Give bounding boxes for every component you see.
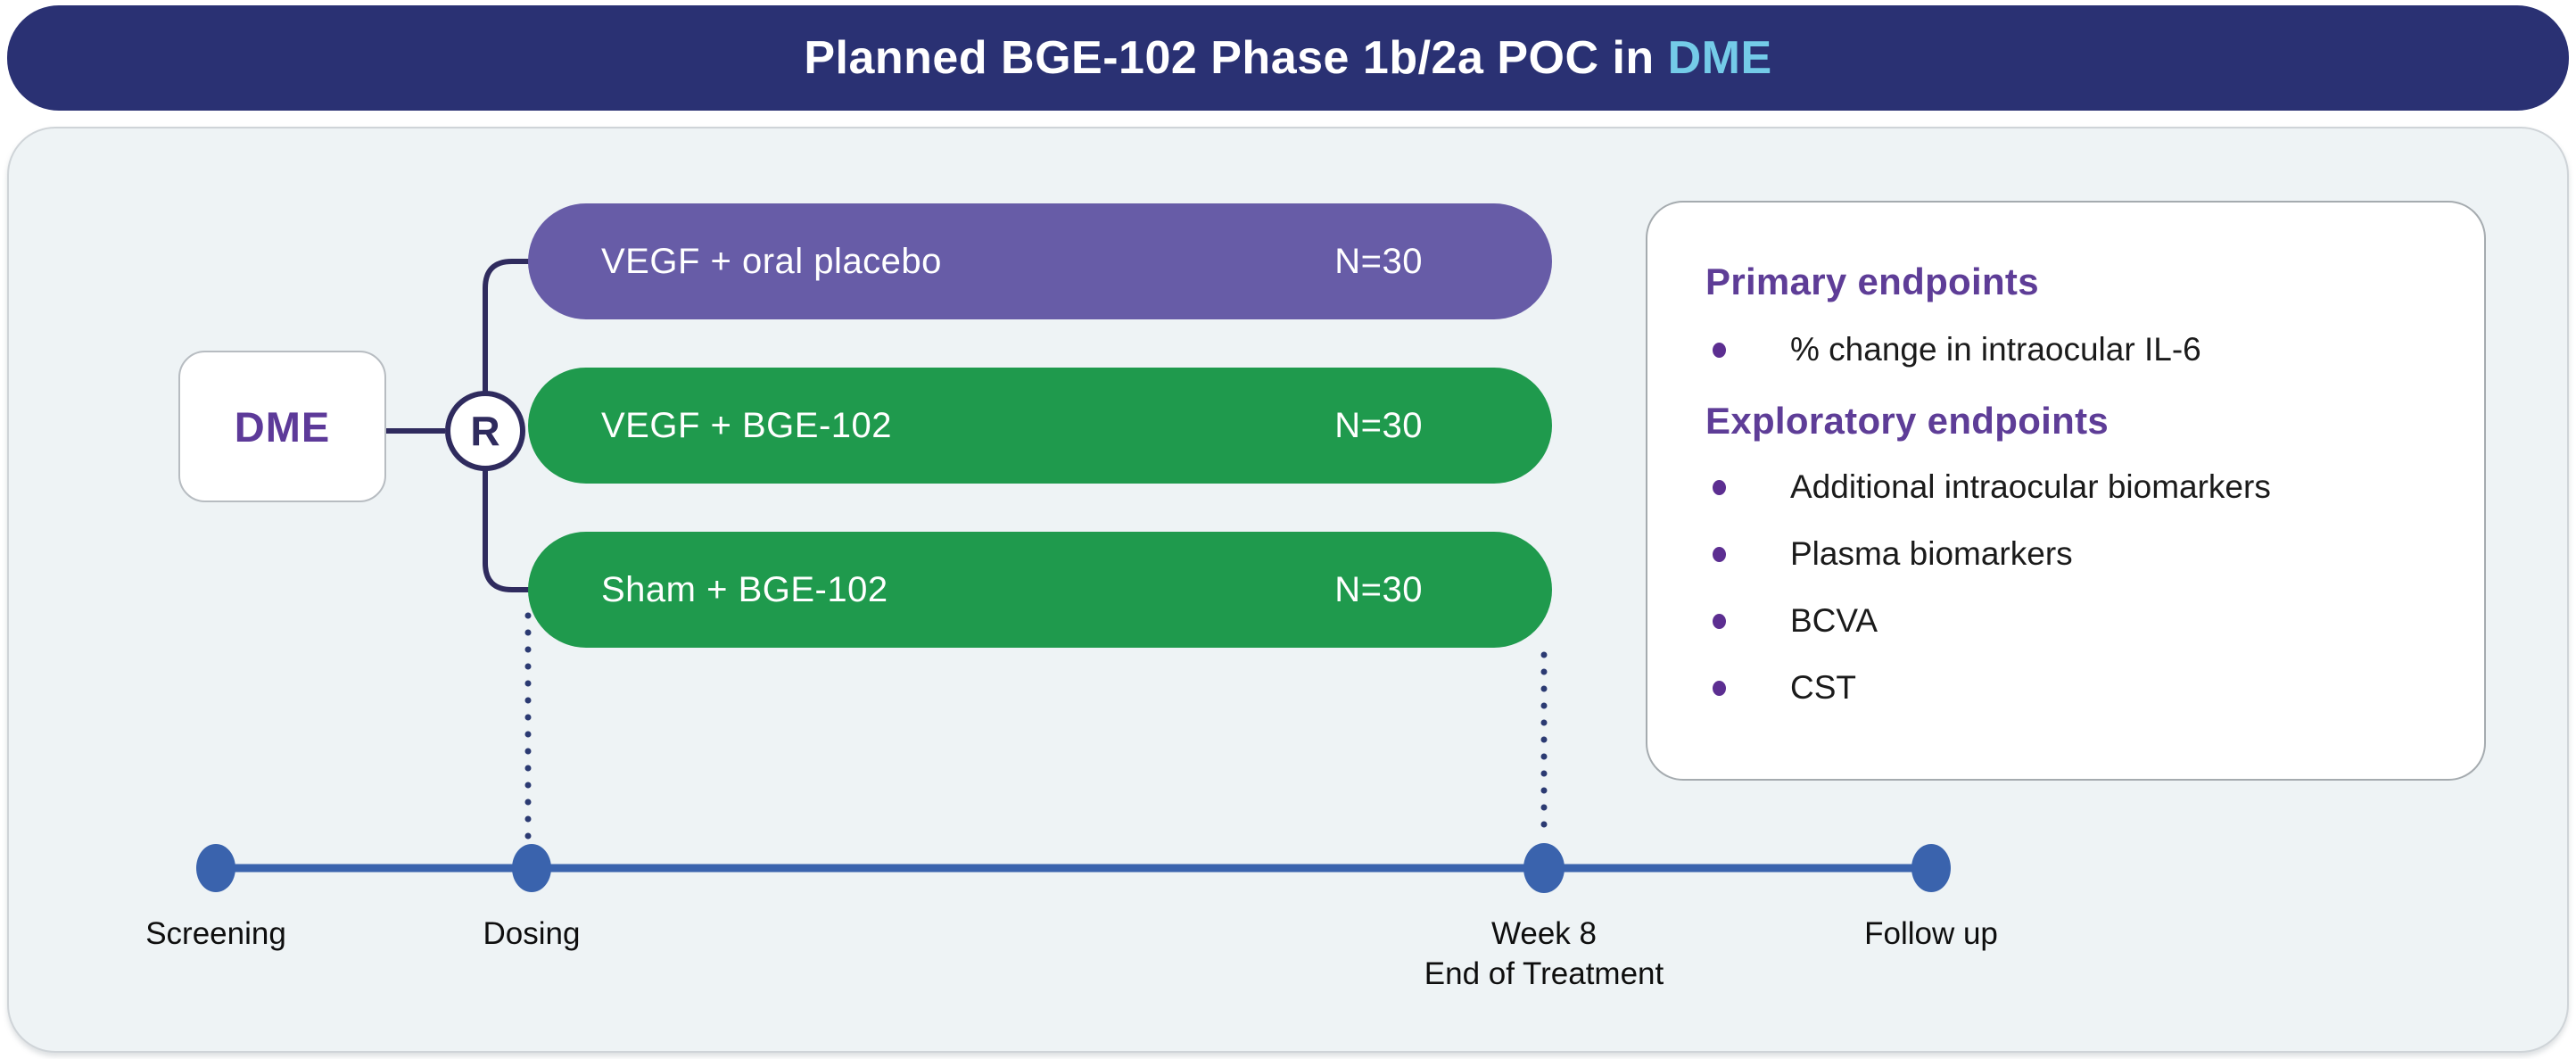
timeline-label-followup: Follow up — [1864, 914, 1998, 954]
arm-pill-vegf-oral-placebo: VEGF + oral placebo N=30 — [528, 203, 1552, 319]
bullet-icon — [1713, 680, 1726, 696]
list-item: % change in intraocular IL-6 — [1705, 327, 2448, 372]
bullet-icon — [1713, 546, 1726, 562]
milestone-label: Follow up — [1864, 916, 1998, 951]
endpoint-text: BCVA — [1790, 602, 1878, 639]
primary-endpoints-heading: Primary endpoints — [1705, 261, 2039, 302]
exploratory-endpoints-heading: Exploratory endpoints — [1705, 400, 2110, 442]
population-box: DME — [178, 351, 386, 502]
page-title-text: Planned BGE-102 Phase 1b/2a POC in — [804, 32, 1668, 84]
timeline-label-dosing: Dosing — [483, 914, 581, 954]
endpoint-text: % change in intraocular IL-6 — [1790, 331, 2201, 368]
timeline-label-screening: Screening — [145, 914, 286, 954]
arm-label: VEGF + oral placebo — [601, 241, 942, 281]
endpoint-text: Plasma biomarkers — [1790, 535, 2073, 572]
milestone-label: Dosing — [483, 916, 581, 951]
page-title-highlight: DME — [1667, 32, 1772, 84]
list-item: CST — [1705, 666, 2448, 710]
arm-n-value: N=30 — [1334, 569, 1423, 609]
endpoint-text: CST — [1790, 669, 1856, 706]
bullet-icon — [1713, 342, 1726, 358]
list-item: BCVA — [1705, 599, 2448, 643]
list-item: Additional intraocular biomarkers — [1705, 465, 2448, 509]
bullet-icon — [1713, 613, 1726, 629]
milestone-label: Week 8 — [1490, 916, 1598, 951]
bullet-icon — [1713, 479, 1726, 495]
arm-label: VEGF + BGE-102 — [601, 405, 893, 445]
randomization-label: R — [470, 408, 500, 454]
arm-label: Sham + BGE-102 — [601, 569, 888, 609]
milestone-label: Screening — [145, 916, 286, 951]
exploratory-endpoints-list: Additional intraocular biomarkers Plasma… — [1705, 465, 2448, 710]
title-banner: Planned BGE-102 Phase 1b/2a POC in DME — [7, 5, 2569, 111]
arm-n-value: N=30 — [1334, 241, 1423, 281]
timeline-label-week8: Week 8 End of Treatment — [1424, 914, 1664, 994]
population-label: DME — [234, 402, 331, 451]
primary-endpoints-list: % change in intraocular IL-6 — [1705, 327, 2448, 372]
arm-pill-vegf-bge102: VEGF + BGE-102 N=30 — [528, 368, 1552, 484]
arm-n-value: N=30 — [1334, 405, 1423, 445]
milestone-sublabel: End of Treatment — [1424, 956, 1664, 991]
page-title: Planned BGE-102 Phase 1b/2a POC in DME — [804, 31, 1771, 85]
endpoints-card: Primary endpoints % change in intraocula… — [1646, 201, 2486, 781]
endpoint-text: Additional intraocular biomarkers — [1790, 468, 2271, 505]
arm-pill-sham-bge102: Sham + BGE-102 N=30 — [528, 532, 1552, 648]
randomization-circle: R — [445, 391, 525, 471]
list-item: Plasma biomarkers — [1705, 532, 2448, 576]
